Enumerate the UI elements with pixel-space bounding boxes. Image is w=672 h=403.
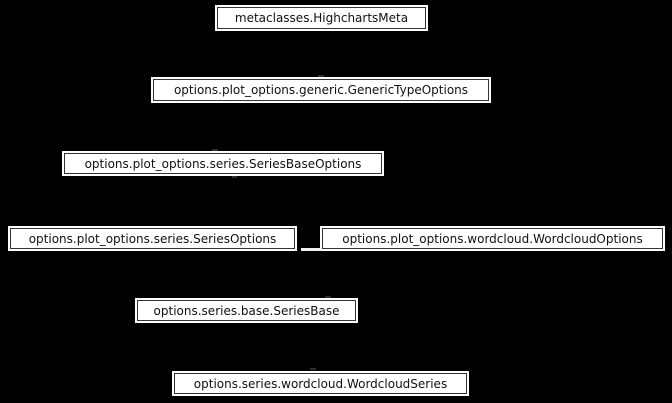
arrowhead-mark [212, 149, 218, 151]
class-node-label: options.series.wordcloud.WordcloudSeries [193, 376, 448, 391]
class-node-border: options.plot_options.series.SeriesBaseOp… [64, 153, 382, 174]
edge-wordcloudoptions-to-seriesbaseoptions [239, 175, 493, 227]
class-node-label: metaclasses.HighchartsMeta [234, 11, 409, 25]
edge-seriesbase-to-seriesoptions [151, 250, 247, 299]
arrowhead-white-mark [301, 248, 321, 251]
class-node-label: options.plot_options.wordcloud.Wordcloud… [342, 231, 643, 246]
class-node-label: options.plot_options.series.SeriesOption… [28, 231, 277, 246]
class-node-label: options.series.base.SeriesBase [153, 303, 340, 318]
class-node-wordcloudseries[interactable]: options.series.wordcloud.WordcloudSeries [172, 371, 469, 396]
class-node-seriesoptions[interactable]: options.plot_options.series.SeriesOption… [8, 226, 297, 251]
arrowhead-mark [318, 75, 324, 77]
arrowhead-mark [310, 368, 316, 370]
edge-wordcloudseries-to-seriesbase [259, 322, 314, 372]
class-node-label: options.plot_options.generic.GenericType… [173, 83, 469, 97]
class-node-generictypeoptions[interactable]: options.plot_options.generic.GenericType… [151, 77, 491, 103]
class-node-highchartsmeta[interactable]: metaclasses.HighchartsMeta [215, 5, 428, 31]
class-node-border: options.series.wordcloud.WordcloudSeries [174, 373, 467, 394]
class-node-label: options.plot_options.series.SeriesBaseOp… [84, 156, 362, 171]
arrowhead-mark [325, 296, 331, 298]
class-node-border: options.plot_options.series.SeriesOption… [10, 228, 295, 249]
class-node-border: metaclasses.HighchartsMeta [217, 7, 426, 29]
edge-seriesbaseoptions-to-generictypeoptions [222, 102, 322, 152]
arrowhead-mark [232, 176, 237, 178]
class-node-seriesbaseoptions[interactable]: options.plot_options.series.SeriesBaseOp… [62, 151, 384, 176]
class-node-border: options.plot_options.generic.GenericType… [153, 79, 489, 101]
class-node-wordcloudoptions[interactable]: options.plot_options.wordcloud.Wordcloud… [320, 226, 665, 251]
edge-wordcloudseries-to-wordcloudoptions [319, 250, 493, 372]
edge-seriesoptions-to-seriesbaseoptions [151, 175, 206, 227]
class-node-seriesbase[interactable]: options.series.base.SeriesBase [135, 298, 358, 323]
class-node-border: options.plot_options.wordcloud.Wordcloud… [322, 228, 663, 249]
class-node-border: options.series.base.SeriesBase [137, 300, 356, 321]
